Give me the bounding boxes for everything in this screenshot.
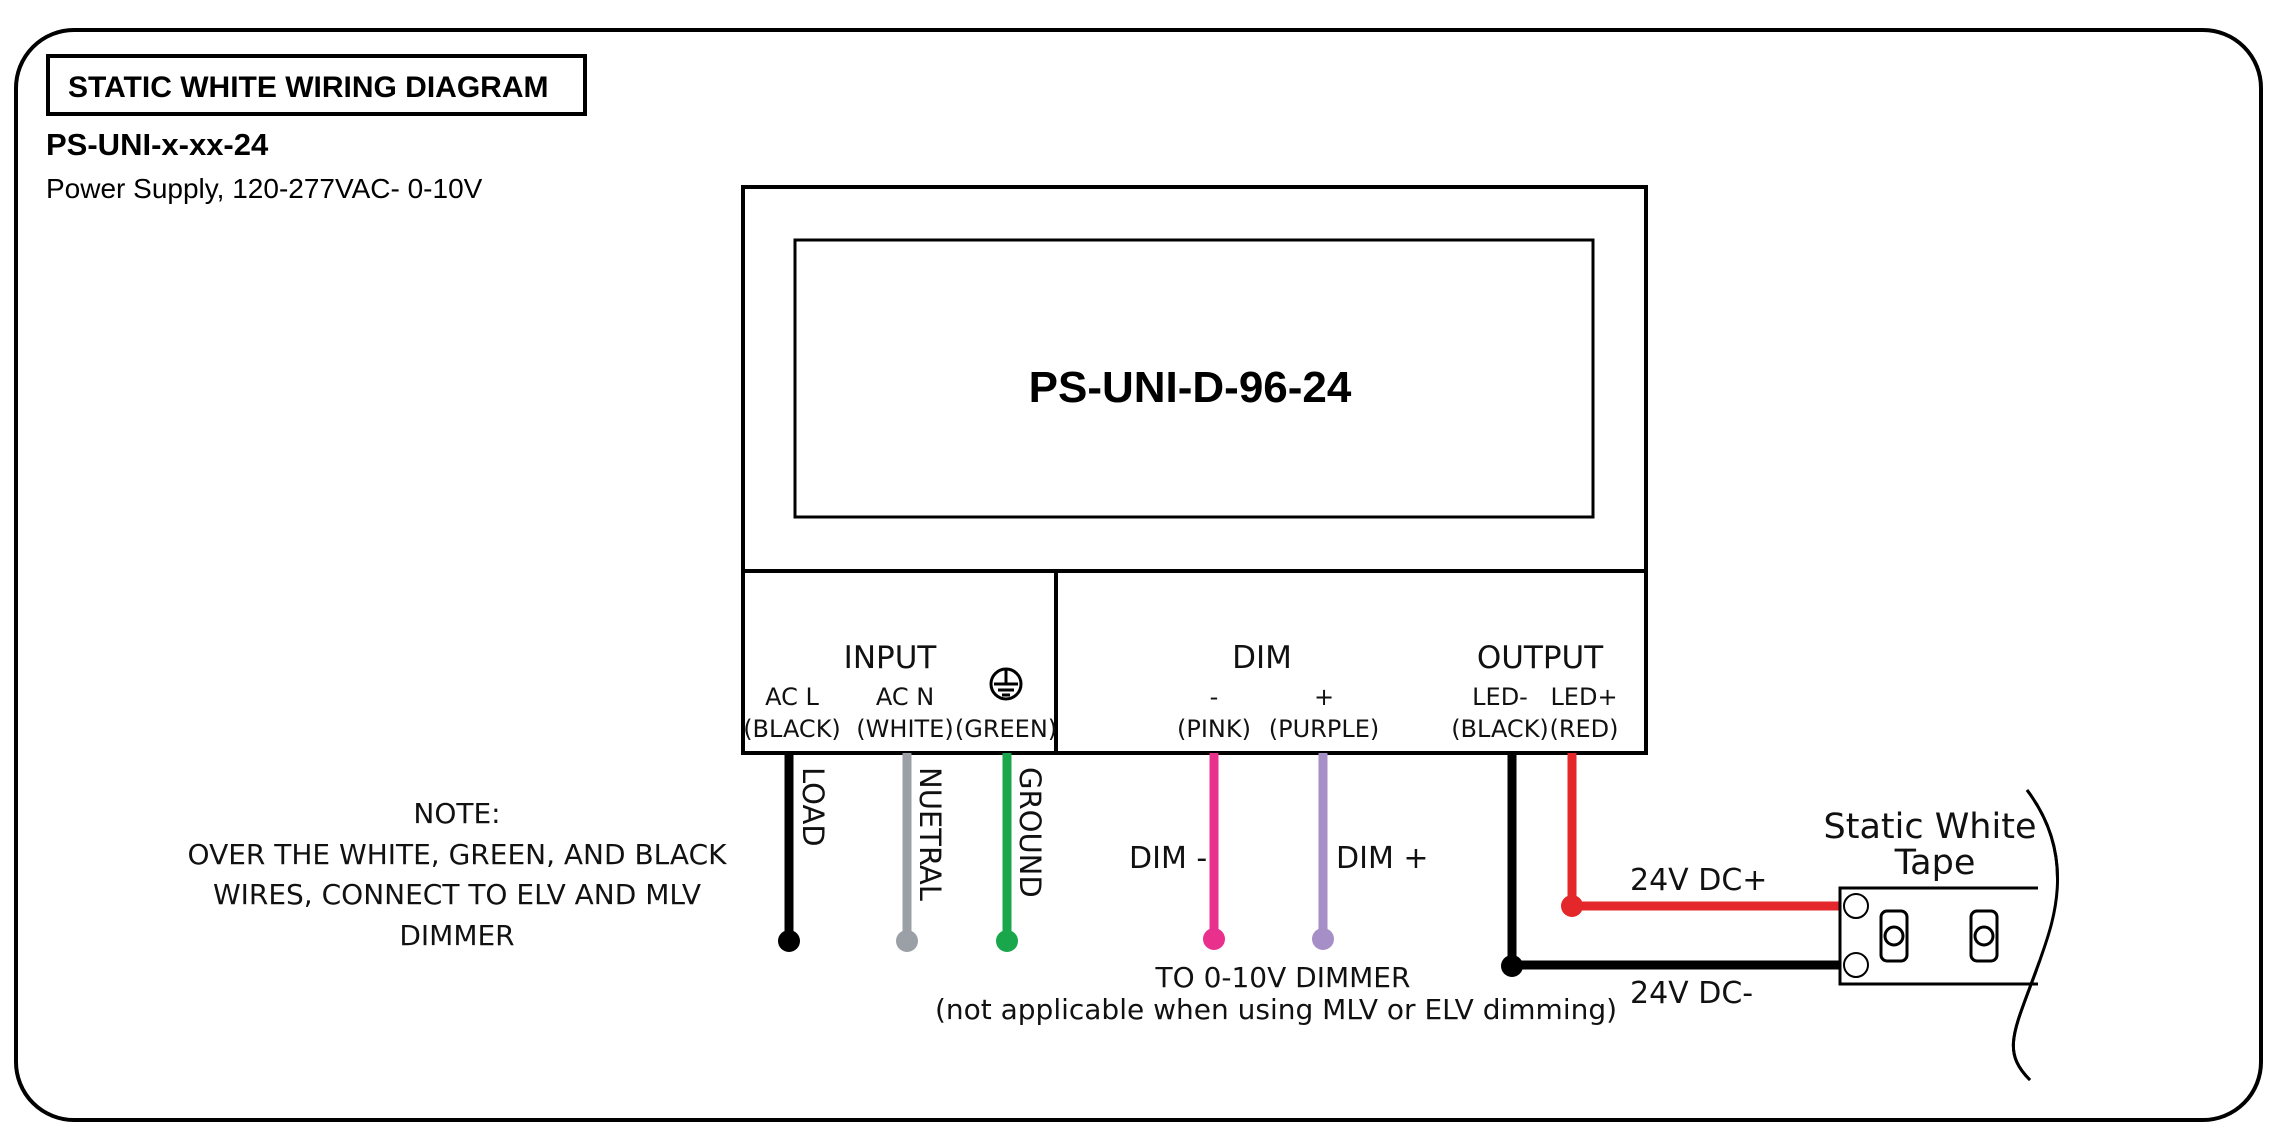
note-line2: OVER THE WHITE, GREEN, AND BLACK <box>188 838 728 871</box>
neutral-wire-label: NUETRAL <box>913 767 947 901</box>
terminal-led-minus-color: (BLACK) <box>1451 715 1549 743</box>
terminal-dim-plus-color: (PURPLE) <box>1269 715 1379 743</box>
terminal-led-minus-label: LED- <box>1472 683 1528 711</box>
terminal-acn-label: AC N <box>876 683 934 711</box>
device-label-panel <box>793 238 1595 519</box>
terminal-led-plus-label: LED+ <box>1550 683 1617 711</box>
led-chip-icon <box>1879 909 1909 963</box>
diagram-title: STATIC WHITE WIRING DIAGRAM <box>68 71 549 104</box>
title-box <box>46 54 587 116</box>
dc-minus-label: 24V DC- <box>1630 976 1753 1011</box>
led-tape-strip <box>1838 886 2064 986</box>
outer-frame <box>14 28 2263 1122</box>
led-tape <box>1838 789 2078 1082</box>
dim-plus-label: DIM + <box>1336 841 1429 876</box>
dc-plus-wire-junction <box>1561 895 1583 917</box>
tape-title-line1: Static White <box>1824 807 2037 847</box>
terminal-ground-color: (GREEN) <box>955 715 1057 743</box>
terminal-acl-label: AC L <box>765 683 819 711</box>
dim-plus-wire-terminal <box>1312 928 1334 950</box>
terminal-led-plus-color: (RED) <box>1549 715 1618 743</box>
terminal-dim-minus-label: - <box>1210 683 1219 711</box>
tape-title-line2: Tape <box>1894 843 1976 883</box>
dimmer-note-line2: (not applicable when using MLV or ELV di… <box>935 993 1617 1026</box>
part-number: PS-UNI-x-xx-24 <box>46 127 269 162</box>
ground-symbol-icon <box>989 667 1023 701</box>
load-wire-terminal <box>778 930 800 952</box>
device-body <box>741 185 1648 755</box>
dim-minus-wire-terminal <box>1203 928 1225 950</box>
dc-plus-label: 24V DC+ <box>1630 863 1767 898</box>
note-line1: NOTE: <box>413 797 500 830</box>
dc-minus-wire-junction <box>1501 955 1523 977</box>
ground-wire-label: GROUND <box>1013 767 1047 898</box>
device-model: PS-UNI-D-96-24 <box>1029 363 1352 412</box>
dim-header: DIM <box>1232 640 1292 676</box>
dim-minus-label: DIM - <box>1129 841 1207 876</box>
terminal-acl-color: (BLACK) <box>743 715 841 743</box>
part-description: Power Supply, 120-277VAC- 0-10V <box>46 173 483 204</box>
dimmer-note-line1: TO 0-10V DIMMER <box>1155 961 1411 994</box>
dc-minus-wire <box>1507 753 1856 970</box>
terminal-acn-color: (WHITE) <box>856 715 953 743</box>
note-line4: DIMMER <box>399 919 514 952</box>
terminal-dim-plus-label: + <box>1314 683 1334 711</box>
note-line3: WIRES, CONNECT TO ELV AND MLV <box>213 878 701 911</box>
input-header: INPUT <box>844 640 938 676</box>
terminal-dim-minus-color: (PINK) <box>1177 715 1251 743</box>
power-supply-unit: PS-UNI-D-96-24 INPUT DIM OUTPUT AC L (BL… <box>741 185 1648 755</box>
ground-wire-terminal <box>996 930 1018 952</box>
neutral-wire-terminal <box>896 930 918 952</box>
led-chip-icon <box>1969 909 1999 963</box>
output-header: OUTPUT <box>1477 640 1604 676</box>
load-wire-label: LOAD <box>796 767 830 847</box>
